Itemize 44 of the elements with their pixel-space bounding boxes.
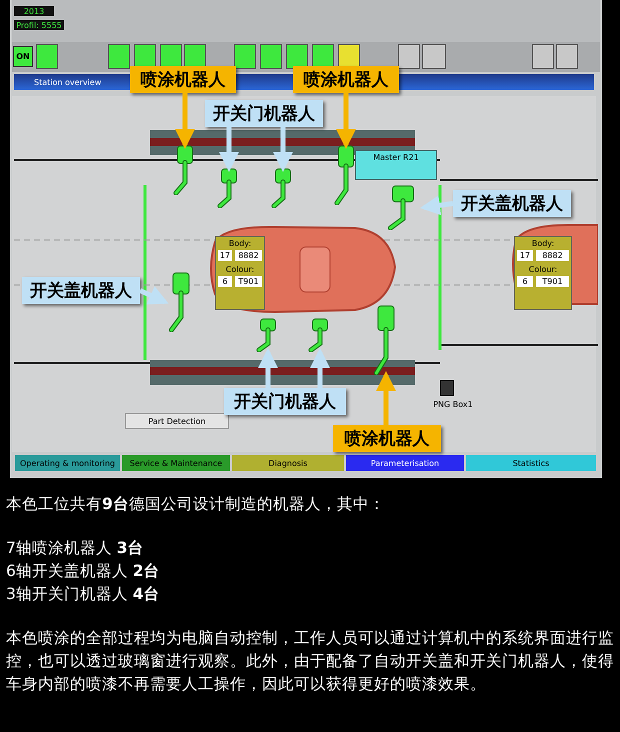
value-field: 17 xyxy=(517,250,533,261)
count-line: 6轴开关盖机器人 2台 xyxy=(6,561,161,582)
panel-text: Master R21 xyxy=(372,152,420,163)
device-label: PNG Box1 xyxy=(432,399,474,409)
value-field: 6 xyxy=(517,276,533,287)
tab: Statistics xyxy=(466,455,596,471)
value-field: 17 xyxy=(218,250,232,261)
description-paragraph: 本色喷涂的全部过程均为电脑自动控制，工作人员可以通过计算机中的系统界面进行监控，也可以透过玻璃窗进行观察。此外，由于配备了自动开关盖和开关门机器人，使得车身内部的喷漆不再需要人工操作，因此可以获得更好的喷漆效果。 xyxy=(6,628,614,695)
callout-label: 开关门机器人 xyxy=(205,100,323,127)
tab: Service & Maintenance xyxy=(122,455,230,471)
status-text: 2013 xyxy=(14,6,54,16)
on-button: ON xyxy=(13,46,33,67)
arrow xyxy=(219,127,239,172)
intro-text: 本色工位共有9台德国公司设计制造的机器人，其中： xyxy=(6,494,386,515)
panel-text: Colour: xyxy=(528,264,558,274)
callout-label: 喷涂机器人 xyxy=(333,425,441,452)
callout-label: 开关门机器人 xyxy=(224,388,346,415)
arrow xyxy=(336,93,356,149)
value-field: 8882 xyxy=(235,250,262,261)
panel-text: Body: xyxy=(228,238,252,248)
arrow xyxy=(138,286,169,304)
part-detection-button: Part Detection xyxy=(125,413,229,429)
arrow xyxy=(273,127,293,172)
arrow xyxy=(420,195,454,216)
panel-text: Body: xyxy=(530,238,556,248)
callout-label: 喷涂机器人 xyxy=(293,66,399,93)
count-line: 3轴开关门机器人 4台 xyxy=(6,584,161,605)
arrow xyxy=(310,348,330,388)
callout-label: 开关盖机器人 xyxy=(22,277,140,304)
value-field: 6 xyxy=(218,276,232,287)
status-text: Profil: 5555 xyxy=(14,20,64,30)
tab: Diagnosis xyxy=(232,455,344,471)
tab: Parameterisation xyxy=(346,455,464,471)
panel-text: Colour: xyxy=(224,264,256,274)
arrow xyxy=(376,371,396,425)
value-field: T901 xyxy=(235,276,262,287)
count-line: 7轴喷涂机器人 3台 xyxy=(6,538,145,559)
arrow xyxy=(258,348,278,388)
value-field: 8882 xyxy=(536,250,569,261)
callout-label: 开关盖机器人 xyxy=(453,190,571,217)
callout-label: 喷涂机器人 xyxy=(130,66,236,93)
value-field: T901 xyxy=(536,276,569,287)
tab: Operating & monitoring xyxy=(15,455,120,471)
arrow xyxy=(175,93,195,149)
